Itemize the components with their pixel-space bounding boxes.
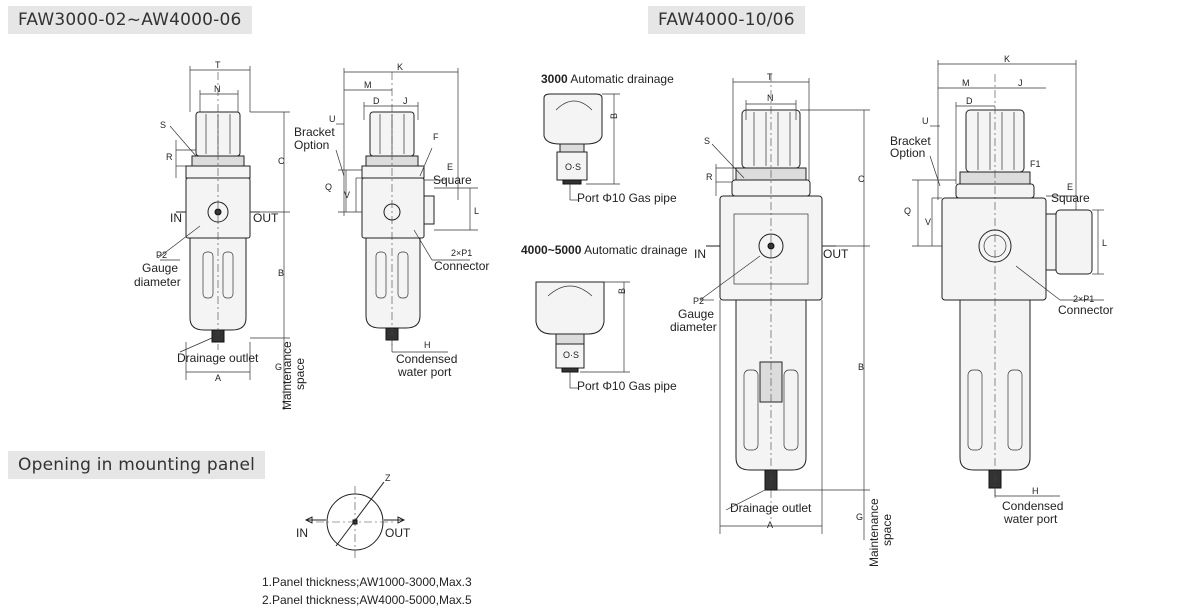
dim-F-small: F (433, 132, 439, 142)
panel-opening-diagram (304, 481, 406, 560)
label-diameter-large: diameter (670, 320, 717, 334)
label-p2-small: P2 (156, 250, 167, 260)
section-title-right: FAW4000-10/06 (648, 6, 805, 34)
dim-R-large: R (706, 172, 713, 182)
label-condensed-large: Condensed (1002, 499, 1063, 513)
drainage-a-ops: O·S (565, 162, 581, 172)
dim-M-large: M (962, 78, 970, 88)
dim-G-large: G (856, 512, 863, 522)
large-side-view (912, 60, 1104, 500)
drainage-b-ops: O·S (563, 350, 579, 360)
large-front-view (699, 74, 870, 540)
label-connector-large: Connector (1058, 303, 1113, 317)
label-option-large: Option (890, 146, 925, 160)
label-connector-small: Connector (434, 259, 489, 273)
label-out-large: OUT (823, 247, 849, 261)
dim-A-large: A (767, 520, 773, 530)
label-condensed-small: Condensed (396, 352, 457, 366)
drainage-a-dim-B: B (609, 113, 619, 119)
section-title-panel: Opening in mounting panel (8, 451, 266, 479)
dim-R-small: R (166, 152, 173, 162)
panel-label-in: IN (296, 526, 308, 540)
drainage-detail-3000 (543, 93, 620, 201)
drainage-b-port: Port Φ10 Gas pipe (577, 379, 677, 393)
dim-K-large: K (1004, 54, 1010, 64)
drainage-a-title: 3000 Automatic drainage (541, 72, 674, 86)
dim-D-large: D (966, 96, 973, 106)
label-in-large: IN (694, 247, 706, 261)
dim-H-large: H (1032, 486, 1039, 496)
label-p1-small: 2×P1 (451, 248, 472, 258)
dim-T-large: T (767, 72, 773, 82)
dim-N-large: N (767, 93, 774, 103)
label-gauge-large: Gauge (678, 307, 714, 321)
label-bracket-small: Bracket (294, 125, 335, 139)
dim-A-small: A (215, 373, 221, 383)
dim-Q-large: Q (904, 206, 911, 216)
label-space-large: space (880, 514, 894, 546)
panel-label-out: OUT (385, 526, 411, 540)
label-square-small: Square (433, 173, 472, 187)
dim-M-small: M (364, 80, 372, 90)
dim-F-large: F1 (1030, 159, 1041, 169)
label-maintenance-large: Maintenance (867, 498, 881, 567)
dim-L-large: L (1102, 238, 1107, 248)
dim-J-small: J (403, 96, 408, 106)
panel-note-1: 1.Panel thickness;AW1000-3000,Max.3 (262, 575, 472, 589)
dim-B-large: B (858, 362, 864, 372)
dim-S-large: S (704, 136, 710, 146)
label-bracket-large: Bracket (890, 134, 931, 148)
label-diameter-small: diameter (134, 275, 181, 289)
label-space-small: space (293, 358, 307, 390)
label-p1-large: 2×P1 (1073, 294, 1094, 304)
panel-label-Z: Z (385, 473, 391, 483)
dim-H-small: H (424, 340, 431, 350)
dim-Q-small: Q (325, 182, 332, 192)
dim-J-large: J (1018, 78, 1023, 88)
label-waterport-large: water port (1003, 512, 1058, 526)
dim-T-small: T (215, 60, 221, 70)
label-in-small: IN (170, 211, 182, 225)
dim-E-small: E (447, 162, 453, 172)
dim-N-small: N (214, 84, 221, 94)
panel-note-2: 2.Panel thickness;AW4000-5000,Max.5 (262, 593, 472, 607)
dim-U-large: U (922, 116, 929, 126)
dim-C-large: C (858, 174, 865, 184)
section-title-left: FAW3000-02~AW4000-06 (8, 6, 252, 34)
drainage-b-dim-B: B (617, 288, 627, 294)
drainage-b-title: 4000~5000 Automatic drainage (521, 243, 688, 257)
dim-E-large: E (1067, 182, 1073, 192)
dim-C-small: C (278, 156, 285, 166)
label-waterport-small: water port (397, 365, 452, 379)
dim-B-small: B (278, 268, 284, 278)
label-drainage-large: Drainage outlet (730, 501, 812, 515)
dim-L-small: L (474, 206, 479, 216)
dim-K-small: K (397, 62, 403, 72)
drainage-detail-4000 (535, 281, 630, 389)
small-front-view (157, 66, 290, 410)
dim-V-small: V (344, 190, 350, 200)
drainage-a-port: Port Φ10 Gas pipe (577, 191, 677, 205)
dim-U-small: U (329, 114, 336, 124)
dim-V-large: V (925, 217, 931, 227)
dim-D-small: D (373, 96, 380, 106)
label-square-large: Square (1051, 191, 1090, 205)
label-gauge-small: Gauge (142, 261, 178, 275)
dim-G-small: G (275, 362, 282, 372)
label-drainage-small: Drainage outlet (177, 351, 259, 365)
label-maintenance-small: Maintenance (280, 341, 294, 410)
label-out-small: OUT (253, 211, 279, 225)
small-side-view (335, 68, 478, 353)
label-option-small: Option (294, 138, 329, 152)
dim-S-small: S (160, 120, 166, 130)
label-p2-large: P2 (693, 296, 704, 306)
